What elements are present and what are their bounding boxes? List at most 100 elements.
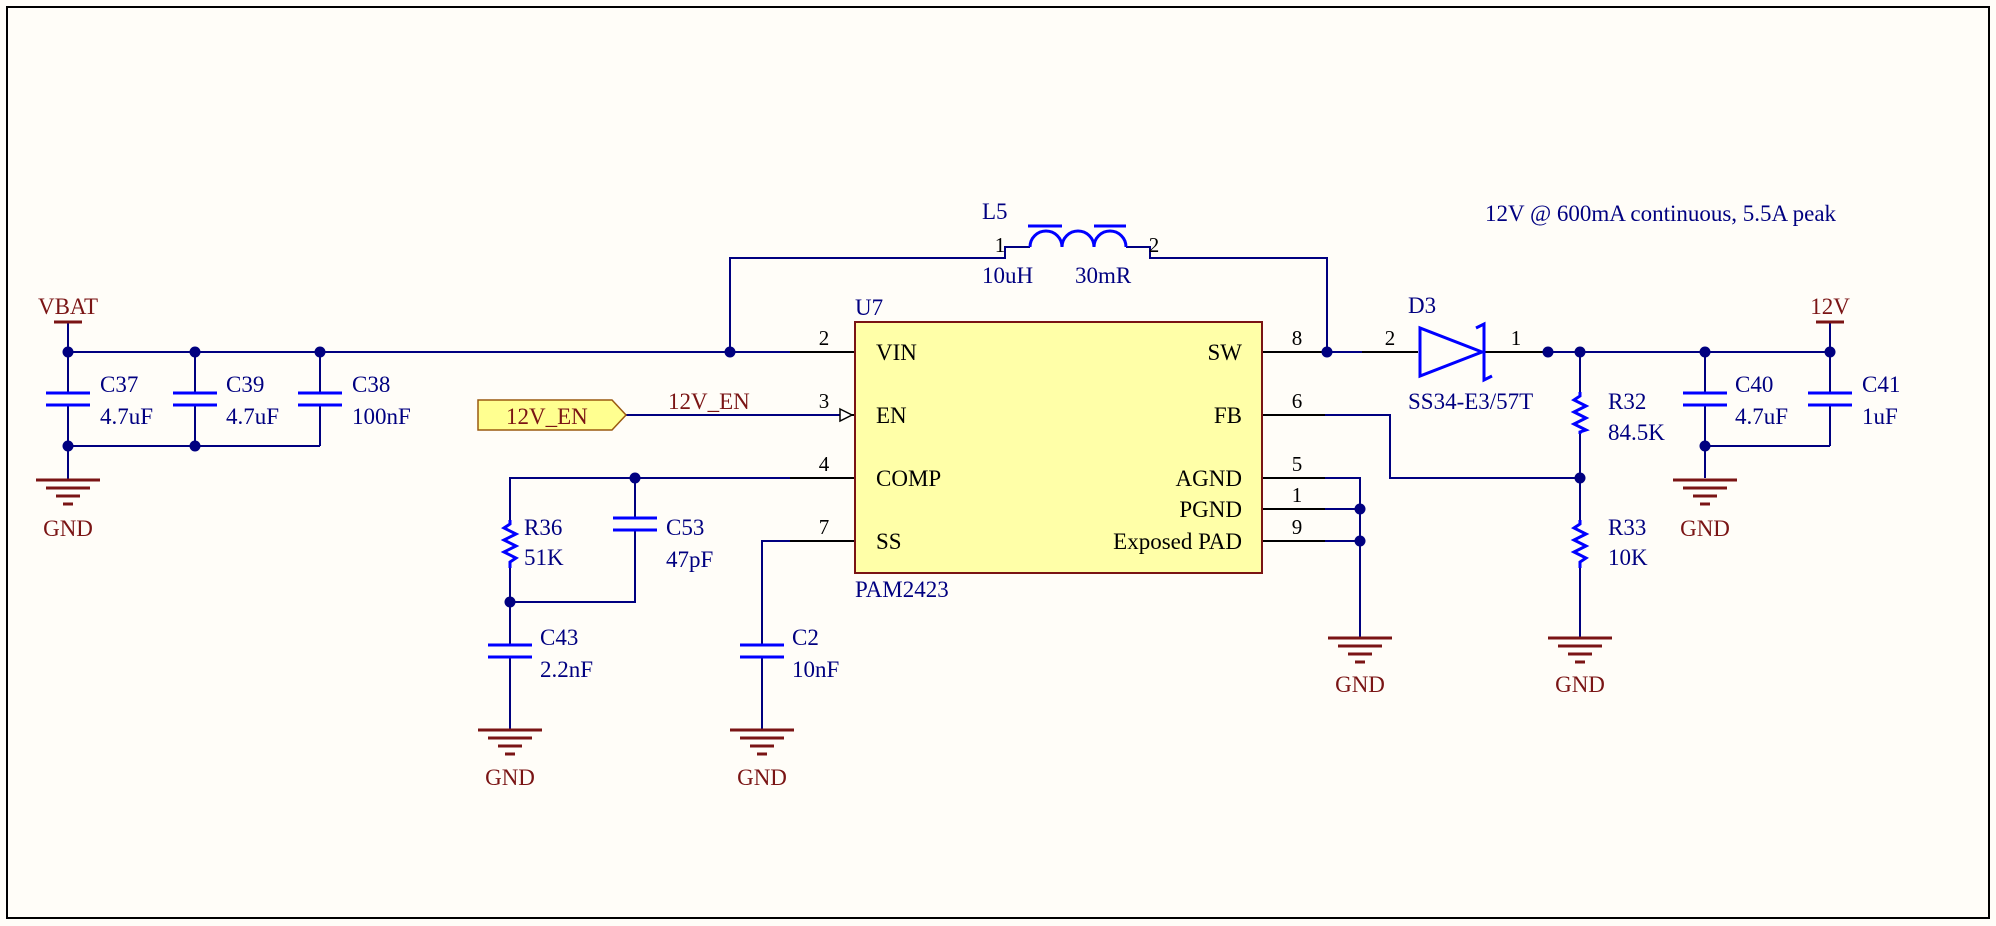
diode-schottky-bar-icon (1475, 321, 1493, 383)
pin-name-sw: SW (1208, 340, 1243, 365)
c37-designator: C37 (100, 372, 138, 397)
pin-name-agnd: AGND (1176, 466, 1242, 491)
pin-name-en: EN (876, 403, 907, 428)
junction-dot (724, 346, 736, 358)
design-note: 12V @ 600mA continuous, 5.5A peak (1485, 201, 1837, 226)
gnd-label: GND (43, 516, 93, 541)
pin-name-comp: COMP (876, 466, 941, 491)
gnd-label: GND (1680, 516, 1730, 541)
pin-name-fb: FB (1214, 403, 1242, 428)
inductor-coil-icon (1028, 229, 1128, 248)
junctions (62, 346, 1836, 608)
pin-number-sw: 8 (1292, 326, 1303, 350)
capacitor-plates (46, 391, 1852, 659)
resistor-r32-icon (1570, 392, 1590, 434)
pin-name-pad: Exposed PAD (1113, 529, 1242, 554)
pin-number-agnd: 5 (1292, 452, 1303, 476)
chip-part: PAM2423 (855, 577, 949, 602)
c43-designator: C43 (540, 625, 578, 650)
pin-number-vin: 2 (819, 326, 830, 350)
gnd-icon (1673, 478, 1737, 506)
junction-dot (1699, 440, 1711, 452)
diode-d3: D3 2 1 SS34-E3/57T (1362, 293, 1545, 414)
gnd-icon (1548, 636, 1612, 664)
pin-name-vin: VIN (876, 340, 917, 365)
junction-dot (629, 472, 641, 484)
r36-designator: R36 (524, 515, 562, 540)
ground-symbols (36, 478, 1737, 756)
junction-dot (62, 346, 74, 358)
junction-dot (1354, 535, 1366, 547)
junction-dot (189, 346, 201, 358)
inductor-value: 10uH (982, 263, 1033, 288)
diode-triangle-icon (1418, 325, 1487, 379)
net-port-12v-en (477, 399, 628, 431)
gnd-icon (36, 478, 100, 506)
junction-dot (1574, 472, 1586, 484)
net-port-label: 12V_EN (506, 404, 588, 429)
pin-number-pgnd: 1 (1292, 483, 1303, 507)
pin-number-pad: 9 (1292, 515, 1303, 539)
r33-designator: R33 (1608, 515, 1646, 540)
en-input-arrow (839, 407, 854, 423)
r33-value: 10K (1608, 545, 1648, 570)
c38-designator: C38 (352, 372, 390, 397)
resistor-r33-icon (1570, 520, 1590, 568)
pin-number-ss: 7 (819, 515, 830, 539)
diode-designator: D3 (1408, 293, 1436, 318)
junction-dot (1354, 503, 1366, 515)
vbat-label: VBAT (38, 294, 98, 319)
c53-value: 47pF (666, 547, 713, 572)
pin-name-pgnd: PGND (1179, 497, 1242, 522)
pin-number-fb: 6 (1292, 389, 1303, 413)
inductor-l5: L5 1 2 10uH 30mR (982, 199, 1159, 288)
inductor-designator: L5 (982, 199, 1008, 224)
junction-dot (504, 596, 516, 608)
junction-dot (1542, 346, 1554, 358)
net-wire-label: 12V_EN (668, 389, 750, 414)
gnd-label: GND (1555, 672, 1605, 697)
wire-c53-bot (510, 530, 636, 603)
wires (67, 246, 1831, 730)
gnd-icon (1328, 636, 1392, 664)
diode-pin-cathode: 1 (1511, 326, 1522, 350)
wire-fb (1325, 414, 1580, 479)
resistor-r36-icon (500, 520, 520, 568)
c41-value: 1uF (1862, 404, 1898, 429)
chip-body (854, 321, 1263, 574)
gnd-icon (730, 728, 794, 756)
junction-dot (1321, 346, 1333, 358)
junction-dot (1824, 346, 1836, 358)
junction-dot (314, 346, 326, 358)
sheet-border (6, 6, 1990, 919)
diode-pin-anode: 2 (1385, 326, 1396, 350)
r32-designator: R32 (1608, 389, 1646, 414)
c40-designator: C40 (1735, 372, 1773, 397)
gnd-label: GND (485, 765, 535, 790)
c41-designator: C41 (1862, 372, 1900, 397)
gnd-label: GND (1335, 672, 1385, 697)
inductor-resistance: 30mR (1075, 263, 1132, 288)
wire-inductor-left (729, 246, 1030, 352)
junction-dot (1699, 346, 1711, 358)
c38-value: 100nF (352, 404, 411, 429)
junction-dot (189, 440, 201, 452)
inductor-pin1: 1 (995, 233, 1006, 257)
junction-dot (62, 440, 74, 452)
wire-comp (509, 477, 790, 520)
r36-value: 51K (524, 545, 564, 570)
resistor-zigzags (500, 392, 1590, 568)
c39-designator: C39 (226, 372, 264, 397)
c43-value: 2.2nF (540, 657, 593, 682)
inductor-pin2: 2 (1149, 233, 1160, 257)
pin-name-ss: SS (876, 529, 902, 554)
c37-value: 4.7uF (100, 404, 153, 429)
r32-value: 84.5K (1608, 420, 1665, 445)
wire-gnd-pins (1325, 477, 1361, 638)
out12v-label: 12V (1810, 294, 1850, 319)
c2-value: 10nF (792, 657, 839, 682)
c40-value: 4.7uF (1735, 404, 1788, 429)
wire-inductor-right (1126, 246, 1328, 352)
c39-value: 4.7uF (226, 404, 279, 429)
